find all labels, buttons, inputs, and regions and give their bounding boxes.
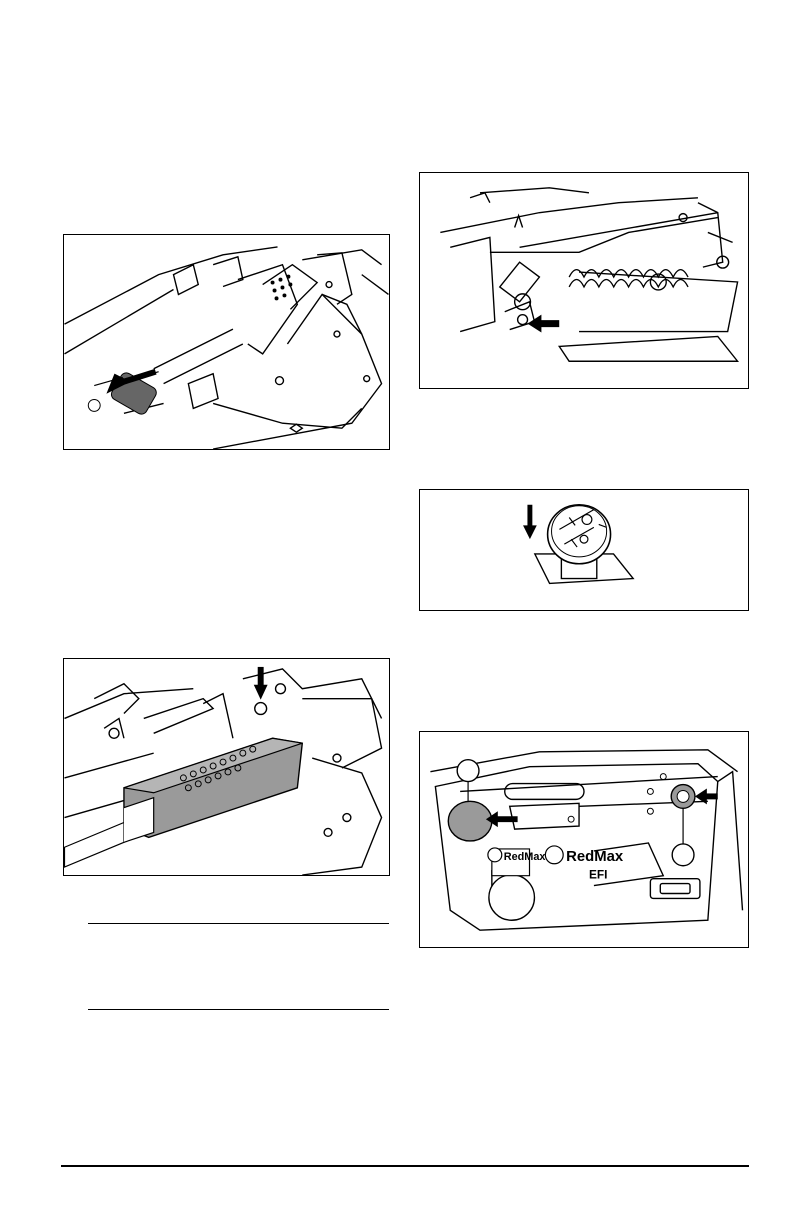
note-bottom-rule (88, 1009, 389, 1010)
figure-spring-assembly (419, 172, 749, 389)
spring-assembly-illustration (420, 173, 748, 388)
figure-lever-pull (63, 234, 390, 450)
figure-dash-panel: RedMax RedMax EFI (419, 731, 749, 948)
figure-adjust-box (63, 658, 390, 876)
lever-pull-illustration (64, 235, 389, 449)
brand-logo-large: RedMax (566, 849, 624, 865)
figure-pto-knob (419, 489, 749, 611)
adjust-box-illustration (64, 659, 389, 875)
efi-label: EFI (589, 868, 607, 882)
brand-logo-small: RedMax (504, 851, 546, 863)
footer-rule (61, 1165, 749, 1167)
note-top-rule (88, 923, 389, 924)
dash-panel-illustration: RedMax RedMax EFI (420, 732, 748, 947)
pto-knob-illustration (420, 490, 748, 610)
